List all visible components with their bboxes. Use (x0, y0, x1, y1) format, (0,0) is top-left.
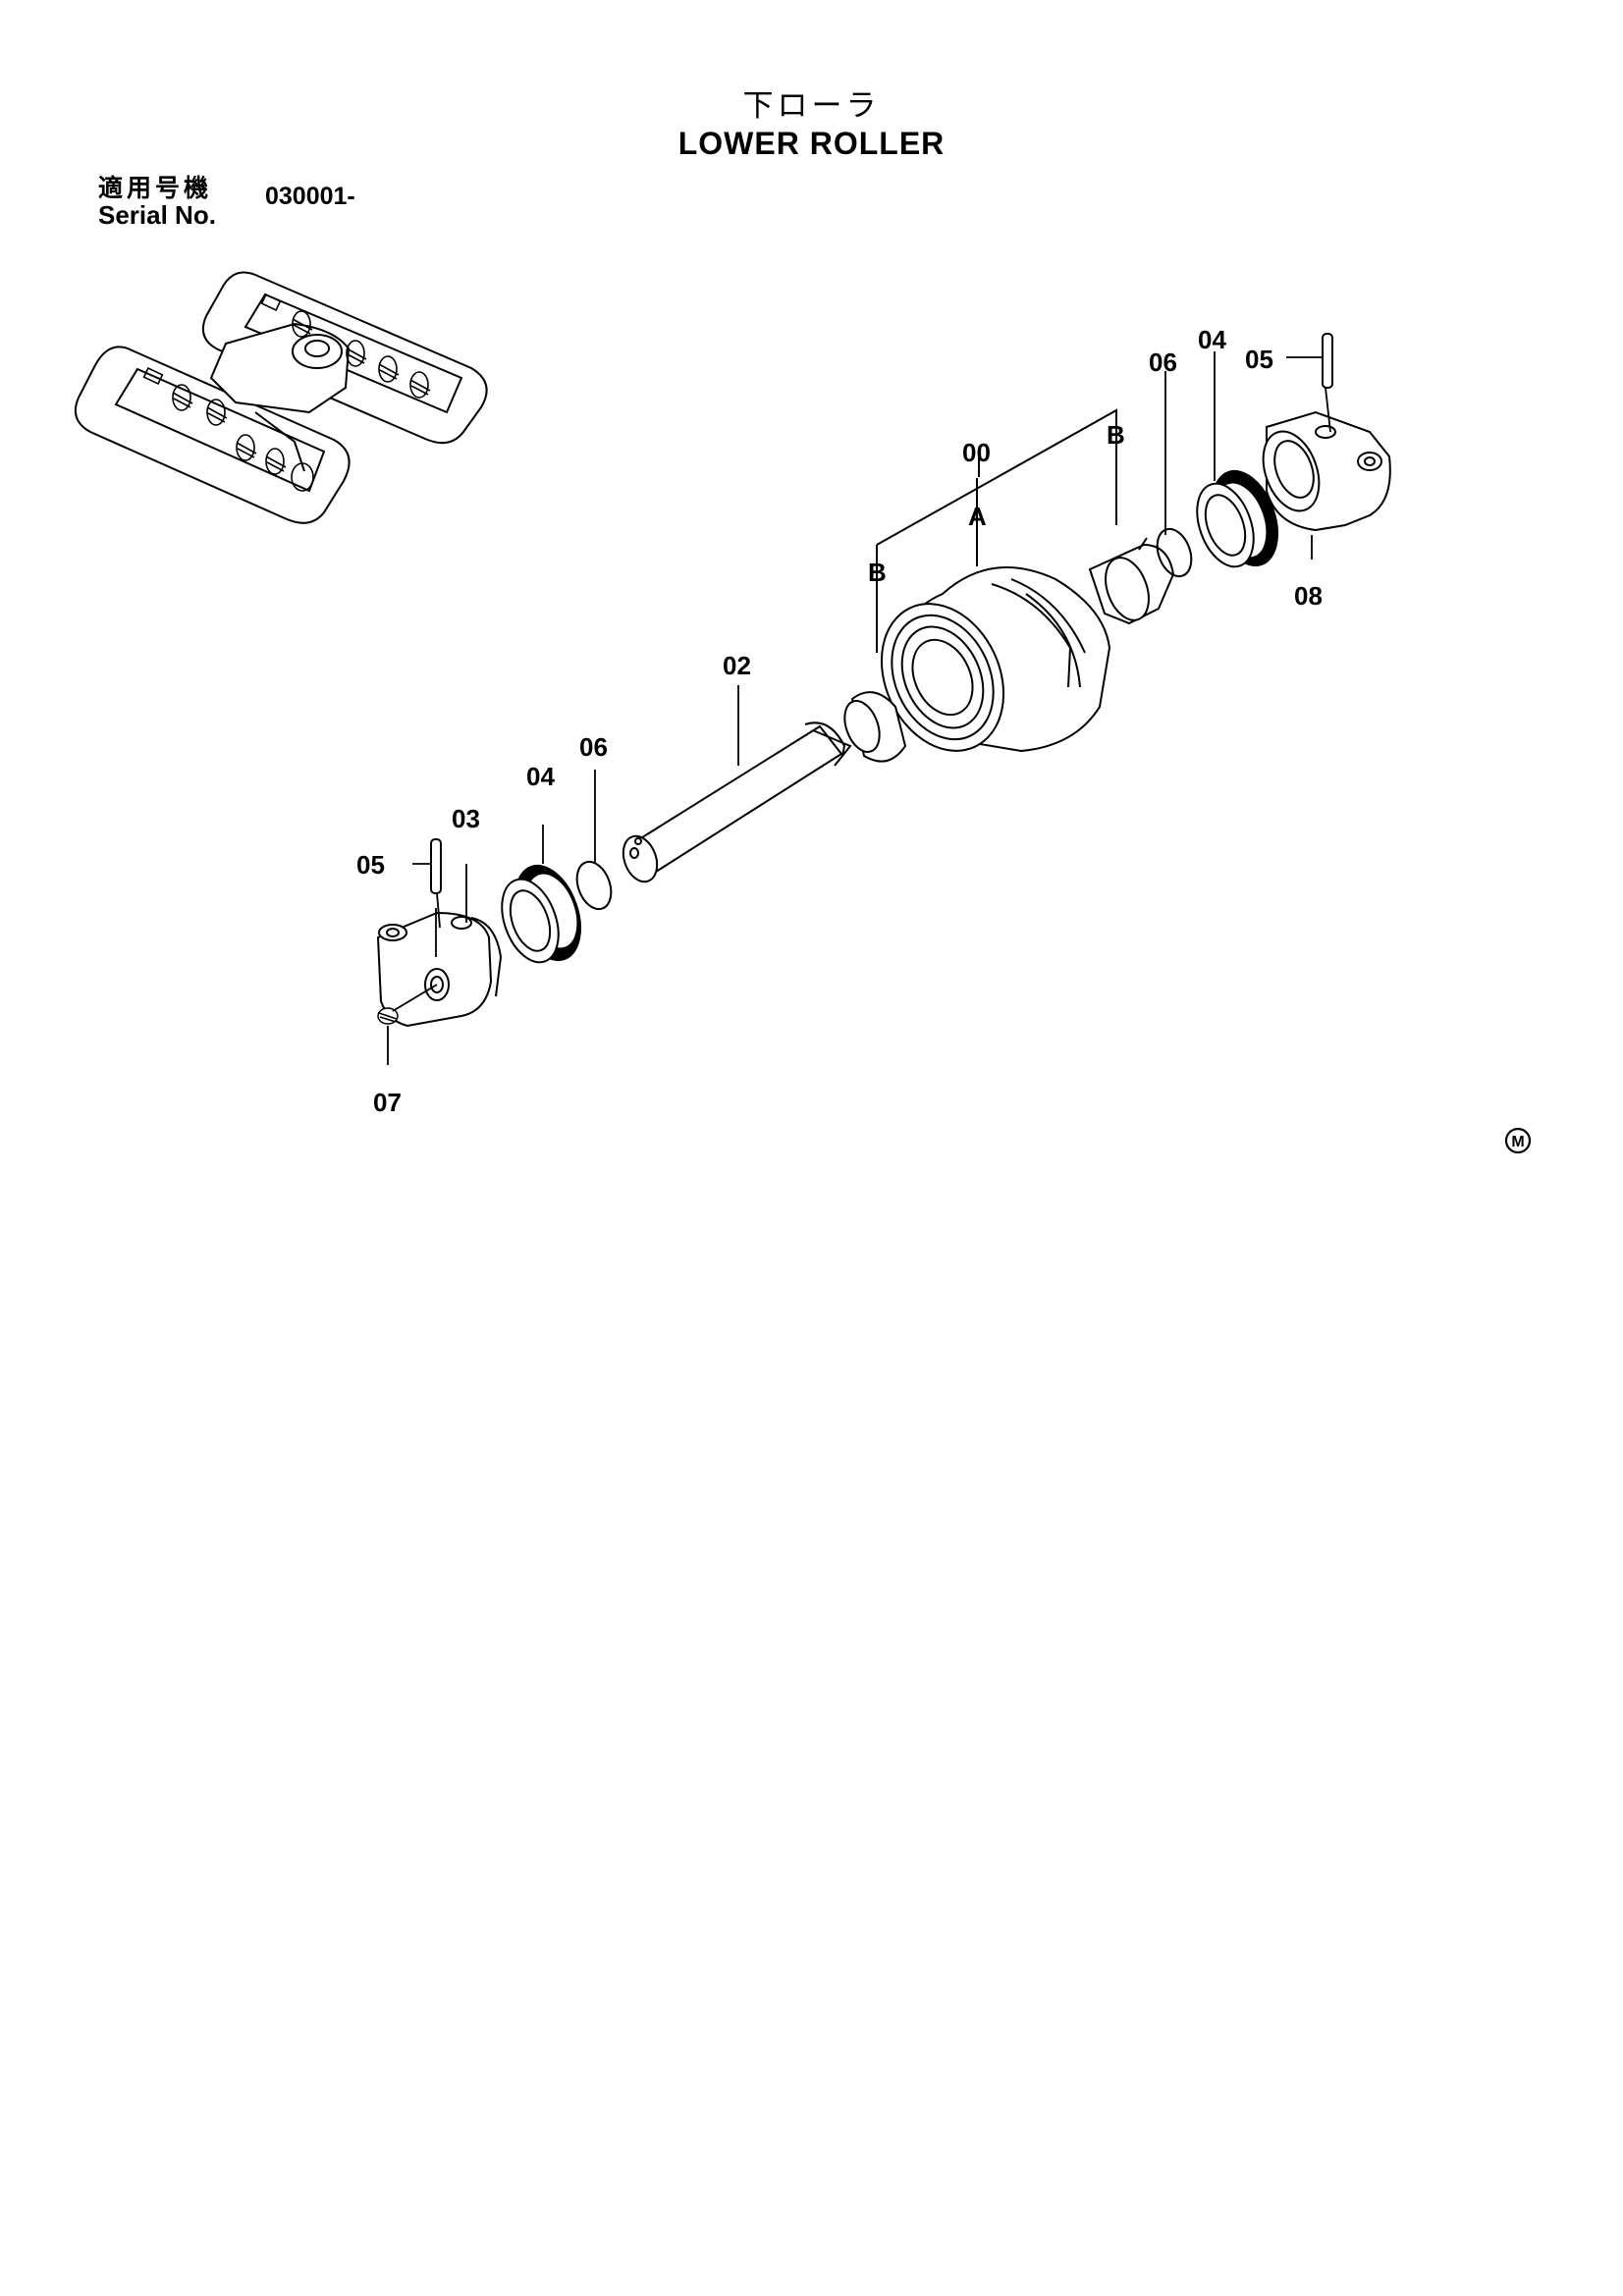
assembly-bracket-00 (876, 408, 1117, 653)
floating-seal-04-left (501, 864, 581, 964)
callout-05-left: 05 (356, 850, 385, 880)
serial-label-japanese: 適用号機 (98, 174, 213, 202)
callout-04-left: 04 (526, 762, 555, 791)
mark-letter: M (1511, 1134, 1524, 1150)
track-frame-overview (75, 271, 488, 524)
floating-seal-04-right (1196, 469, 1278, 568)
end-collar-08-right (1262, 410, 1391, 532)
roller-body-a (880, 566, 1111, 753)
callout-b-right: B (1107, 420, 1125, 450)
leader-lines (387, 351, 1331, 1065)
callout-08: 08 (1294, 581, 1323, 611)
collar-b-right (1088, 537, 1175, 625)
page-title-english: LOWER ROLLER (677, 126, 946, 161)
callout-04-right: 04 (1198, 325, 1226, 354)
pin-05-left (430, 838, 442, 894)
callout-07: 07 (373, 1088, 402, 1117)
serial-label-english: Serial No. (98, 200, 216, 230)
callout-02: 02 (723, 651, 751, 680)
circled-m-mark: M (1504, 1127, 1532, 1154)
callout-03: 03 (452, 804, 480, 833)
collar-b-left (843, 691, 907, 763)
callout-06-right: 06 (1149, 347, 1177, 377)
shaft-02 (622, 721, 852, 883)
callout-labels: 00 A B B 02 03 04 04 05 05 06 06 07 08 (356, 325, 1323, 1117)
page-title-japanese: 下ローラ (742, 88, 881, 124)
callout-b-left: B (868, 558, 887, 587)
plug-07 (377, 1007, 399, 1025)
callout-00: 00 (962, 438, 991, 467)
pin-05-right (1322, 333, 1333, 389)
serial-number-value: 030001- (265, 183, 355, 210)
callout-06-left: 06 (579, 732, 608, 762)
callout-05-right: 05 (1245, 345, 1273, 374)
callout-a: A (968, 502, 987, 531)
o-ring-06-left (575, 860, 613, 911)
